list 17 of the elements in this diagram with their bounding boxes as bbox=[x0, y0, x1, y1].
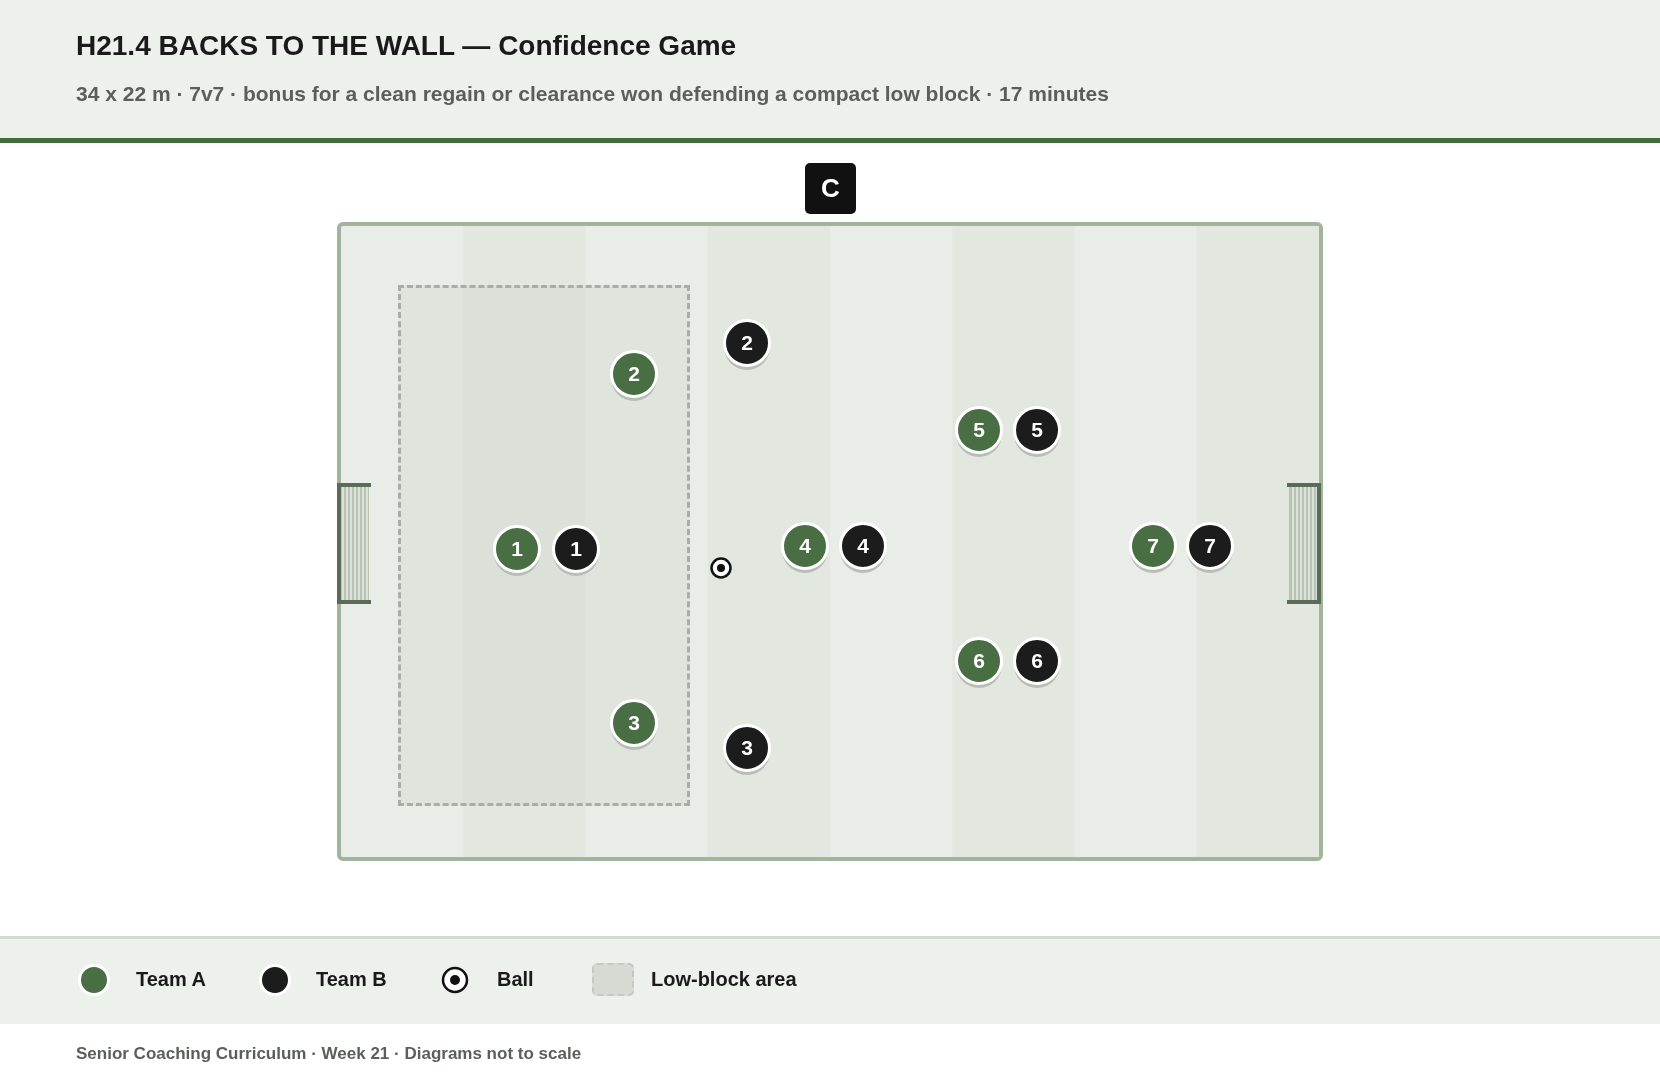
subtitle: 34 x 22 m · 7v7 · bonus for a clean regain or clearance won defending a compact low block · 17 minutes bbox=[76, 82, 1109, 106]
team-b-player: 1 bbox=[552, 525, 600, 573]
legend-label: Low-block area bbox=[651, 968, 797, 991]
team-b-player: 7 bbox=[1186, 522, 1234, 570]
pitch bbox=[337, 222, 1323, 861]
team-a-player: 7 bbox=[1129, 522, 1177, 570]
team-b-player: 4 bbox=[839, 522, 887, 570]
legend-label: Team A bbox=[136, 968, 207, 991]
team-a-player: 3 bbox=[610, 699, 658, 747]
diagram-title: H21.4 BACKS TO THE WALL — Confidence Game bbox=[76, 30, 737, 62]
footer-note: Senior Coaching Curriculum · Week 21 · Diagrams not to scale bbox=[76, 1044, 582, 1064]
coach-marker: C bbox=[805, 163, 856, 214]
legend-label: Ball bbox=[497, 968, 534, 991]
low-block-zone bbox=[398, 285, 690, 806]
legend-label: Team B bbox=[316, 968, 387, 991]
team-a-player: 2 bbox=[610, 350, 658, 398]
ball-icon bbox=[710, 557, 732, 579]
